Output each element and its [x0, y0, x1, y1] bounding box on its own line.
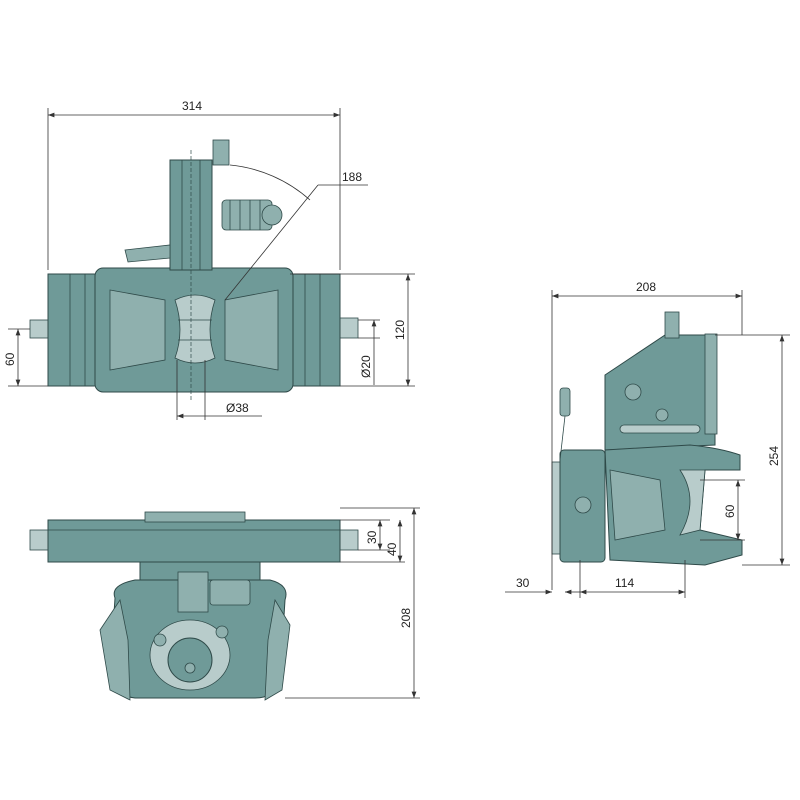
dim-114: 114: [615, 576, 634, 590]
front-dimensions: 30 40 208: [285, 507, 420, 699]
dim-d38: Ø38: [226, 401, 249, 415]
dim-120: 120: [393, 320, 407, 340]
side-dimensions: 208 254 60 30 114: [505, 280, 790, 598]
dim-d20: Ø20: [359, 355, 373, 378]
top-view: [29, 139, 359, 400]
side-handle: [559, 387, 571, 417]
front-view: [29, 511, 359, 701]
dim-188: 188: [342, 170, 362, 184]
dim-60-side: 60: [723, 504, 737, 518]
top-dimensions: 314 188 120 Ø20 60 Ø38: [3, 99, 415, 420]
dim-208-side: 208: [636, 280, 656, 294]
front-left-pin: [29, 529, 51, 551]
dim-314: 314: [182, 99, 202, 113]
dim-208-front: 208: [399, 608, 413, 628]
right-pin: [339, 317, 359, 339]
mounting-plate: [47, 519, 341, 563]
side-view: [551, 311, 743, 566]
front-right-pin: [337, 529, 359, 551]
dim-254: 254: [767, 446, 781, 466]
dim-30-front: 30: [365, 530, 379, 544]
coupling-ball: [174, 294, 216, 364]
dim-40: 40: [385, 542, 399, 556]
left-pin: [29, 319, 51, 339]
dim-60-top: 60: [3, 352, 17, 366]
dim-30-side: 30: [516, 576, 530, 590]
